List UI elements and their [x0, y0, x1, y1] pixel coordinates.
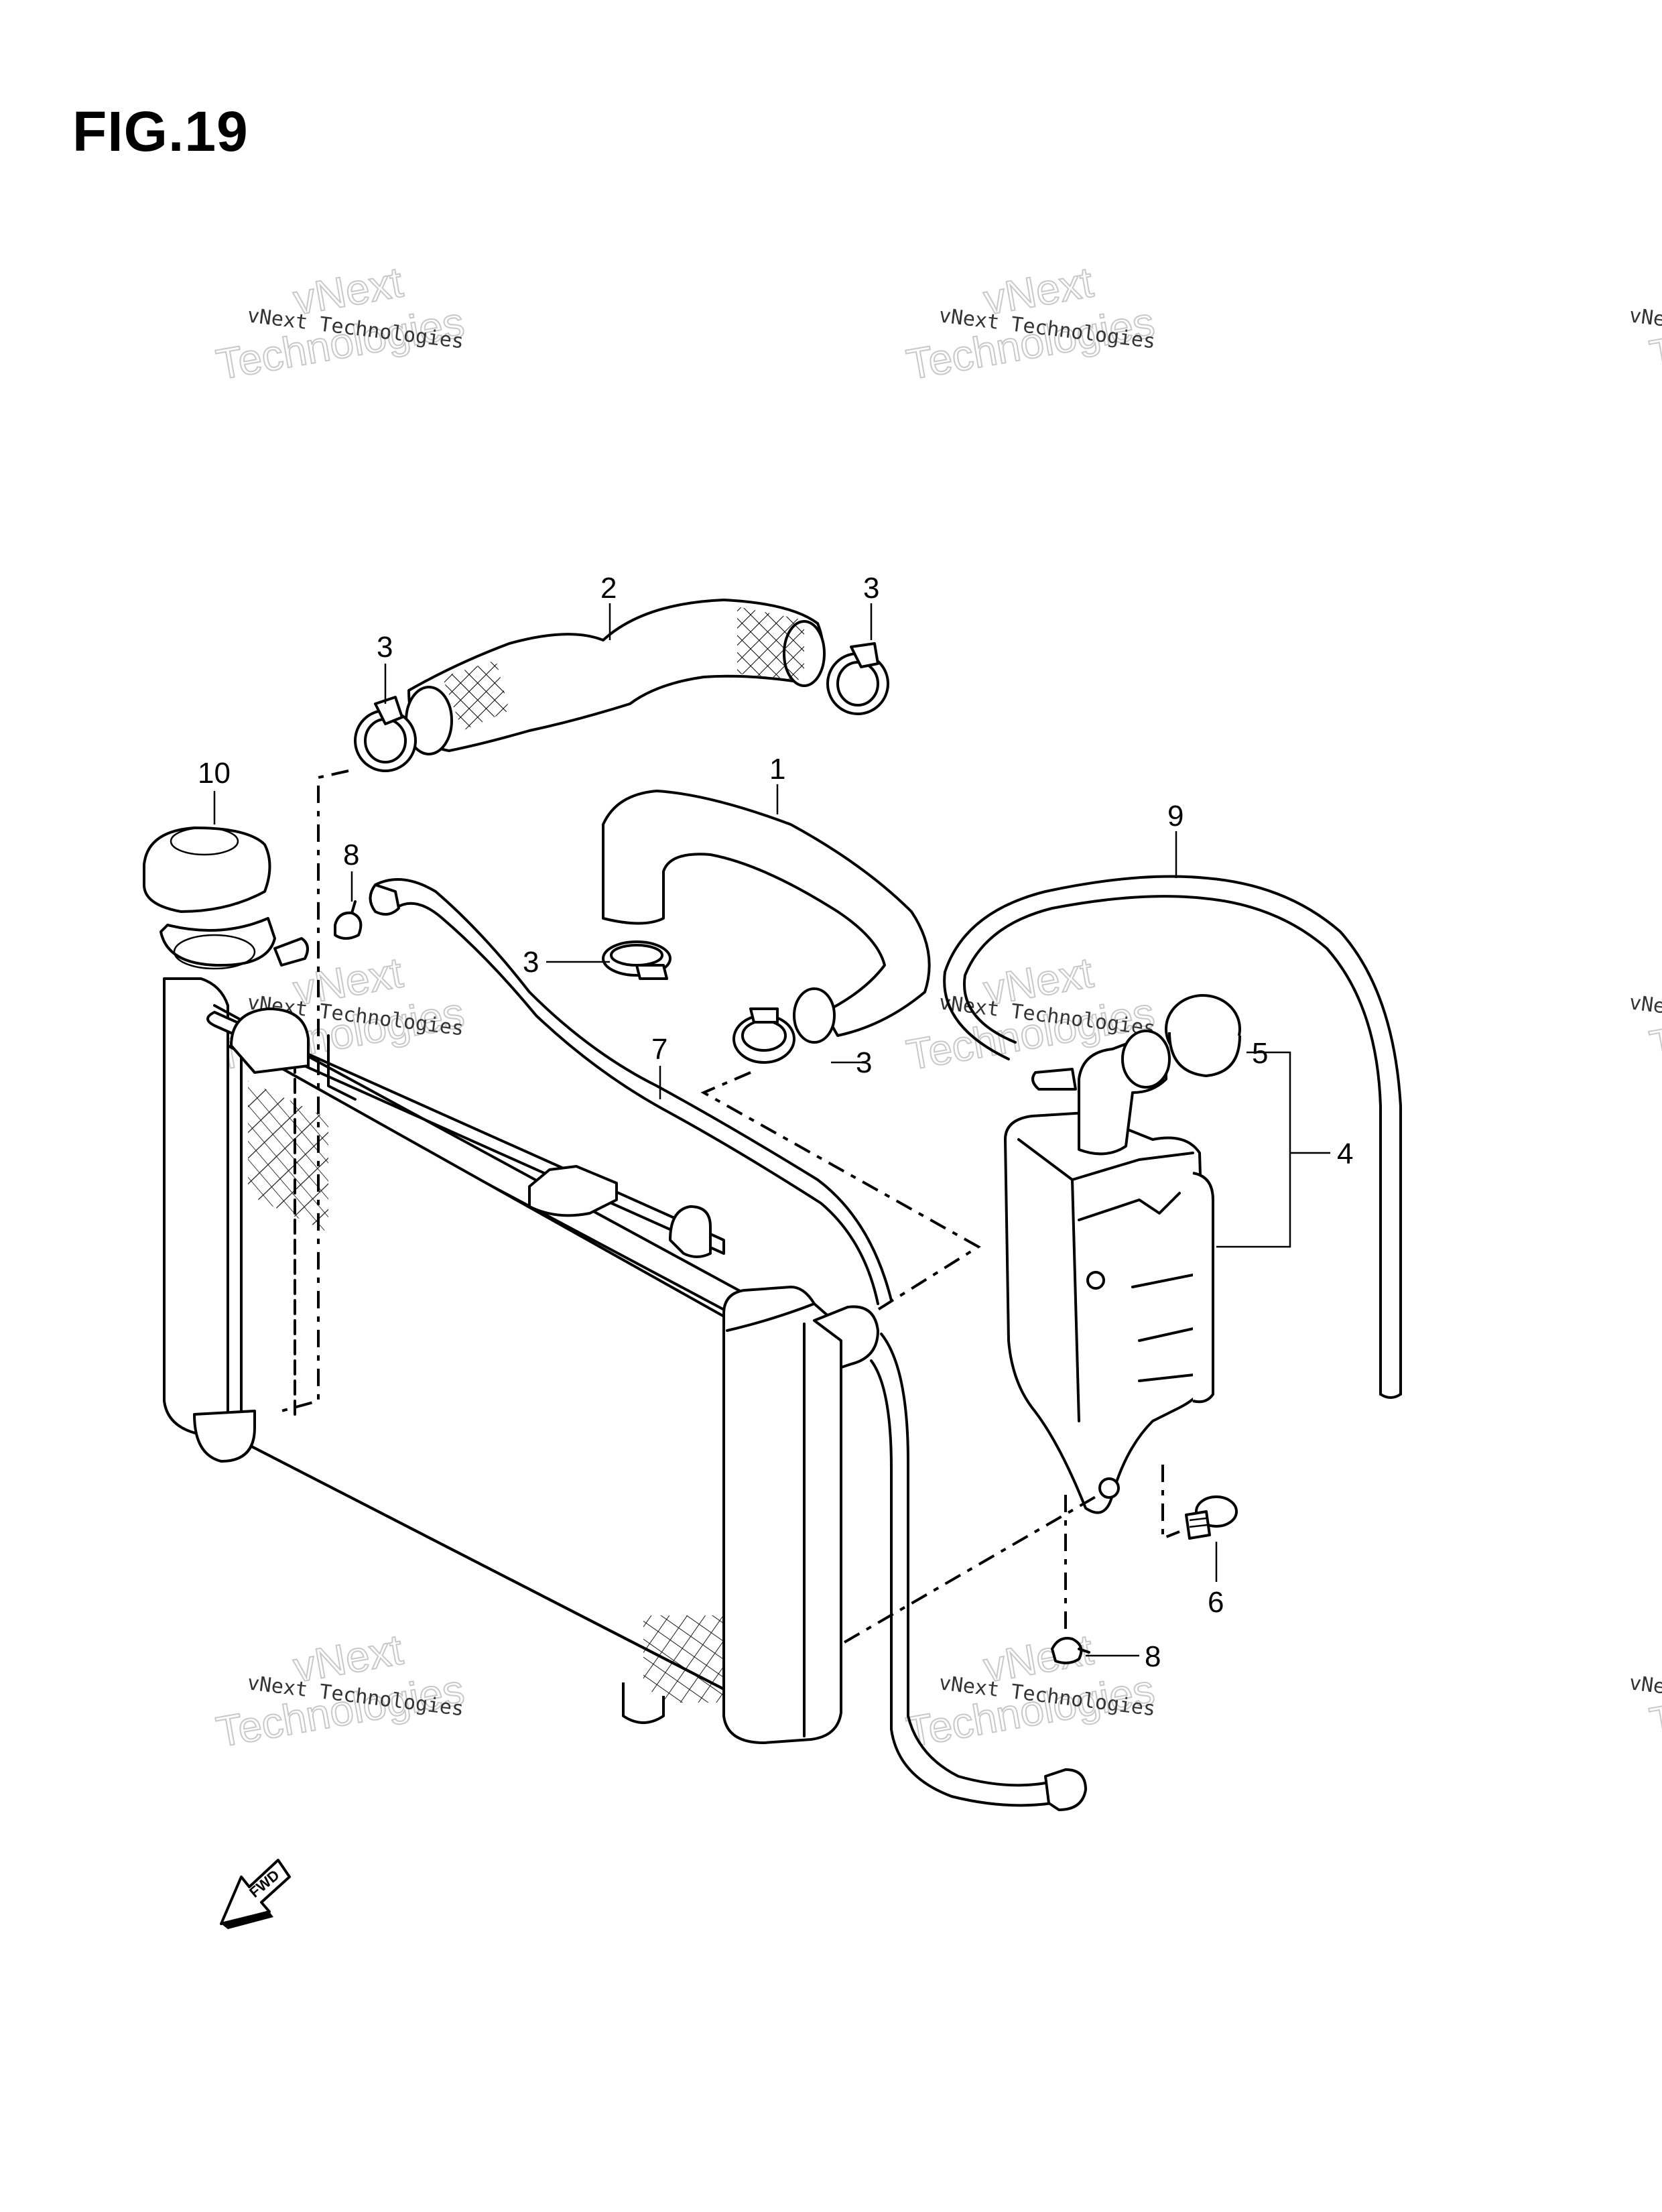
reservoir-tank	[1004, 1030, 1214, 1514]
callout-4: 4	[1337, 1138, 1353, 1170]
figure-title: FIG.19	[72, 100, 249, 163]
callout-6: 6	[1208, 1586, 1224, 1619]
small-clamp	[1051, 1637, 1090, 1664]
overflow-hose	[943, 875, 1402, 1399]
watermark-big-2: Technologies	[1646, 288, 1662, 379]
assembly-lines	[281, 770, 1180, 1644]
lower-hose	[602, 790, 931, 1044]
callout-1: 1	[769, 753, 785, 786]
mounting-bolt	[1185, 1495, 1238, 1540]
watermark-big-2: Technologies	[1646, 1656, 1662, 1747]
hose-clamp	[602, 940, 672, 980]
hose-clamp	[354, 696, 417, 772]
reservoir-cap	[1165, 994, 1241, 1077]
hose-clamp	[732, 1007, 795, 1064]
callout-7: 7	[651, 1033, 667, 1066]
callout-10: 10	[198, 757, 231, 790]
callout-8: 8	[343, 839, 359, 871]
callout-3: 3	[863, 572, 879, 605]
upper-hose	[405, 599, 826, 755]
hose-clamp	[826, 642, 889, 715]
small-clamp	[334, 900, 363, 940]
callout-3: 3	[523, 946, 539, 979]
radiator-cap	[143, 826, 309, 970]
callout-3: 3	[856, 1046, 872, 1079]
callout-3: 3	[377, 631, 393, 664]
forward-direction-arrow: FWD	[220, 1859, 291, 1929]
callout-8: 8	[1145, 1640, 1161, 1673]
callout-9: 9	[1167, 800, 1184, 833]
leader-lines	[213, 603, 1330, 1657]
radiator-core	[163, 878, 1087, 1811]
callout-labels: 2 3 3 1 3 3 10 8 7 9 5 4 6 8	[198, 572, 1353, 1673]
callout-2: 2	[600, 572, 617, 605]
callout-5: 5	[1252, 1037, 1268, 1070]
